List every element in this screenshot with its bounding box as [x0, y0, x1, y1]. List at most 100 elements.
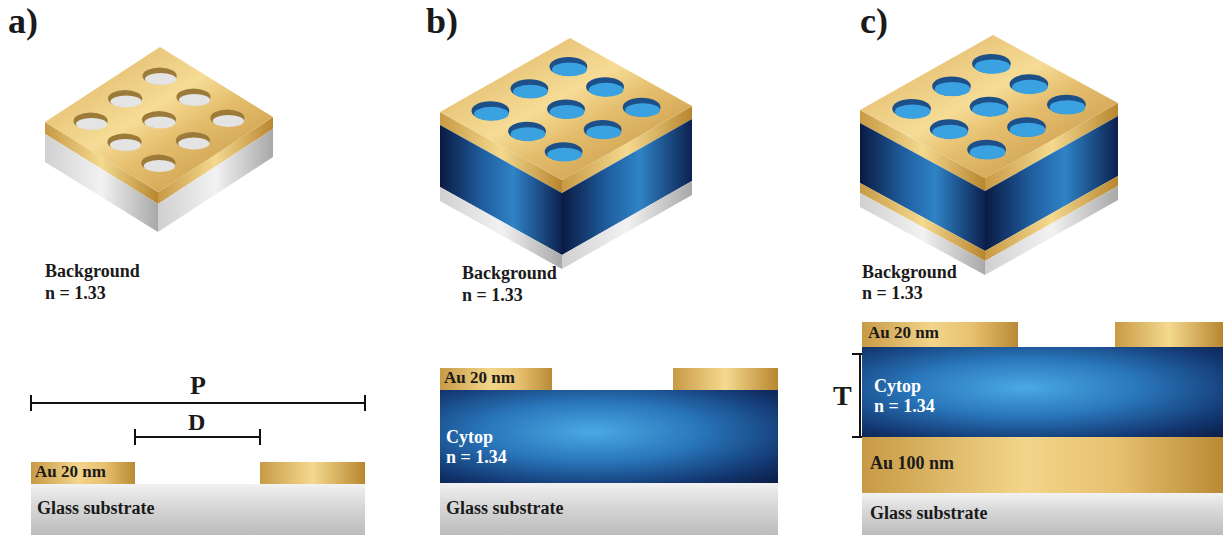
hole — [1010, 74, 1049, 93]
hole-bottom — [1012, 80, 1048, 94]
hole-bottom — [975, 59, 1011, 73]
hole-bottom — [586, 125, 621, 139]
layer-label: Glass substrate — [446, 499, 772, 519]
gold-layer: Au 20 nm — [31, 462, 135, 484]
hole-bottom — [511, 127, 546, 141]
layer-label: Glass substrate — [870, 504, 1215, 524]
dimension-label: T — [833, 381, 852, 412]
block-top — [440, 38, 692, 180]
hole — [108, 90, 142, 107]
medium-label: Background — [862, 263, 957, 283]
hole-bottom — [513, 85, 548, 99]
cytop-layer: Cytopn = 1.34 — [440, 390, 778, 483]
gold-layer — [1115, 322, 1223, 347]
hole — [141, 154, 175, 171]
hole — [892, 99, 931, 118]
hole-bottom — [474, 107, 509, 121]
hole — [511, 79, 549, 98]
hole — [972, 54, 1011, 73]
dimension-label: P — [190, 372, 206, 401]
hole — [143, 67, 177, 84]
hole — [545, 142, 583, 161]
panel-letter: b) — [426, 2, 458, 42]
hole — [586, 77, 624, 96]
hole-bottom — [145, 73, 176, 85]
hole-bottom — [625, 103, 660, 117]
hole-bottom — [970, 145, 1006, 159]
cytop-layer: Cytopn = 1.34 — [862, 347, 1223, 437]
hole — [584, 120, 622, 139]
hole — [176, 88, 210, 105]
medium-label: n = 1.33 — [462, 286, 523, 306]
sample-block — [860, 35, 1118, 275]
gold-layer: Au 100 nm — [862, 437, 1223, 493]
hole-bottom — [144, 160, 175, 172]
layer-label: Au 100 nm — [870, 454, 1215, 474]
glass-substrate: Glass substrate — [862, 493, 1223, 535]
hole — [176, 132, 210, 149]
medium-label: Background — [45, 262, 140, 282]
block-top — [860, 35, 1118, 178]
sample-block — [440, 38, 692, 269]
medium-label: n = 1.33 — [45, 284, 106, 304]
hole-bottom — [547, 148, 582, 162]
hole-bottom — [111, 95, 142, 107]
hole — [107, 133, 141, 150]
hole — [508, 122, 546, 141]
hole — [930, 119, 969, 138]
hole-bottom — [1010, 123, 1046, 137]
hole — [547, 100, 585, 119]
dimension-label: D — [188, 409, 205, 435]
layer-label: Cytop — [446, 428, 772, 448]
hole — [1047, 95, 1086, 114]
block-side — [985, 186, 1118, 275]
glass-substrate: Glass substrate — [440, 483, 778, 535]
hole — [74, 112, 108, 129]
layer-label: Cytop — [874, 377, 1215, 397]
gold-layer — [260, 462, 365, 484]
glass-substrate: Glass substrate — [31, 484, 365, 535]
hole-bottom — [1050, 100, 1086, 114]
hole-bottom — [589, 83, 624, 97]
layer-label: Au 20 nm — [868, 324, 1012, 343]
hole-bottom — [110, 139, 141, 151]
layer-label: Glass substrate — [37, 499, 359, 519]
hole — [210, 109, 244, 126]
layer-label: Au 20 nm — [35, 463, 131, 482]
hole — [142, 111, 176, 128]
hole-bottom — [552, 62, 587, 76]
gold-layer: Au 20 nm — [862, 322, 1018, 347]
hole-bottom — [932, 125, 968, 139]
isometric-blocks — [45, 35, 1118, 275]
block-side — [860, 183, 985, 261]
block-side — [440, 187, 562, 269]
layer-label: Au 20 nm — [444, 369, 548, 388]
medium-label: n = 1.33 — [862, 284, 923, 304]
hole-bottom — [972, 102, 1008, 116]
hole — [1007, 117, 1046, 136]
hole-bottom — [213, 115, 244, 127]
hole-bottom — [76, 118, 107, 130]
hole — [932, 76, 971, 95]
hole-bottom — [144, 116, 175, 128]
layer-label: n = 1.34 — [874, 397, 1215, 417]
gold-layer — [673, 368, 778, 390]
hole — [967, 140, 1006, 159]
block-side — [985, 176, 1118, 261]
medium-label: Background — [462, 264, 557, 284]
hole — [623, 98, 661, 117]
layer-label: n = 1.34 — [446, 448, 772, 468]
hole — [550, 57, 588, 76]
hole — [970, 97, 1009, 116]
sample-block — [45, 47, 273, 232]
block-side — [562, 181, 692, 269]
hole-bottom — [179, 94, 210, 106]
panel-letter: c) — [860, 2, 888, 42]
gold-layer: Au 20 nm — [440, 368, 552, 390]
block-top — [45, 47, 273, 192]
panel-letter: a) — [8, 2, 38, 42]
hole — [472, 101, 510, 120]
hole-bottom — [935, 82, 971, 96]
hole-bottom — [178, 137, 209, 149]
